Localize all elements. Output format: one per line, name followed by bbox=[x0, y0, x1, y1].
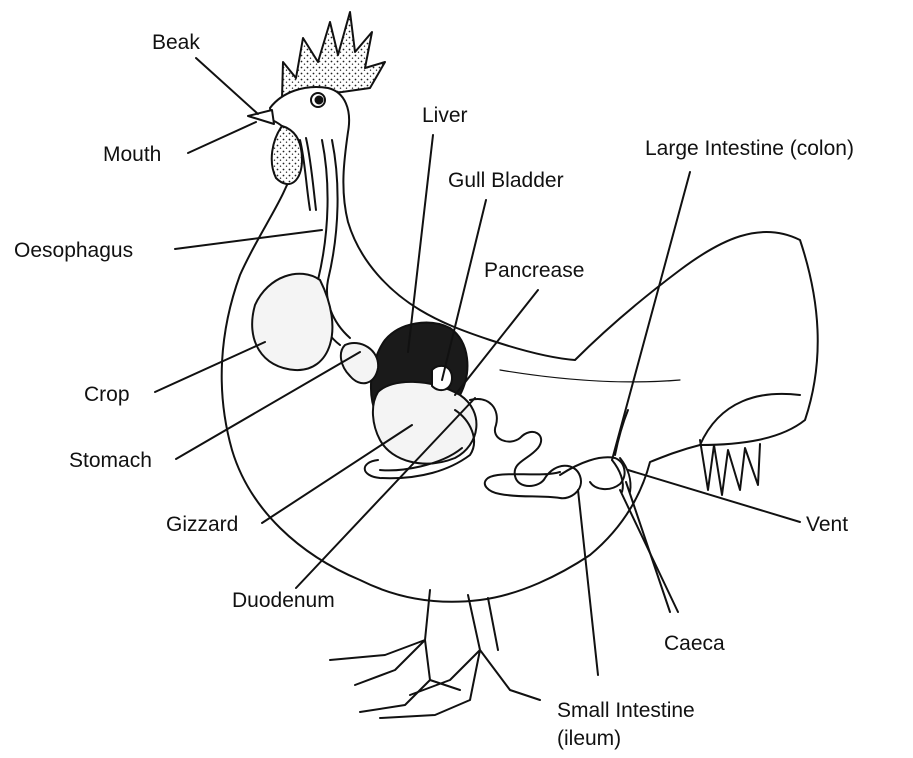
label-crop: Crop bbox=[84, 383, 130, 407]
label-mouth: Mouth bbox=[103, 143, 161, 167]
label-duodenum: Duodenum bbox=[232, 589, 335, 613]
leader-beak bbox=[196, 58, 258, 114]
leg-left bbox=[330, 590, 460, 712]
leg-right bbox=[380, 595, 540, 718]
leader-mouth bbox=[188, 122, 256, 153]
tail-feathers bbox=[700, 440, 760, 495]
label-gizzard: Gizzard bbox=[166, 513, 238, 537]
label-liver: Liver bbox=[422, 104, 468, 128]
label-vent: Vent bbox=[806, 513, 848, 537]
label-caeca: Caeca bbox=[664, 632, 725, 656]
label-small-intestine-ileum: (ileum) bbox=[557, 727, 621, 751]
comb bbox=[282, 12, 385, 98]
label-beak: Beak bbox=[152, 31, 200, 55]
label-pancreas: Pancrease bbox=[484, 259, 584, 283]
label-small-intestine: Small Intestine bbox=[557, 699, 695, 723]
label-large-intestine: Large Intestine (colon) bbox=[645, 137, 854, 161]
label-gall-bladder: Gull Bladder bbox=[448, 169, 564, 193]
label-oesophagus: Oesophagus bbox=[14, 239, 133, 263]
leader-vent bbox=[628, 470, 800, 522]
label-stomach: Stomach bbox=[69, 449, 152, 473]
leader-caeca-b bbox=[626, 482, 670, 612]
beak-shape bbox=[248, 110, 274, 124]
